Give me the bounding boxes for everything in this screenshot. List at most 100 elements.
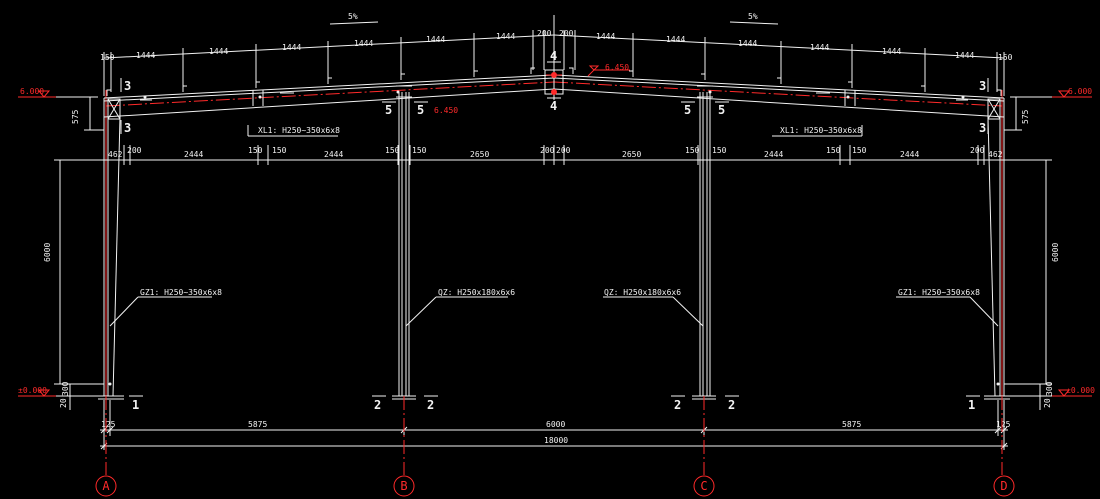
segment-12: 2650: [622, 150, 641, 159]
section-5-b-right: 5: [417, 103, 424, 117]
segment-3: 2444: [184, 150, 203, 159]
elevation-marks-right: 6.000 ±0.000: [1010, 87, 1095, 397]
purlin-spacing-left-2: 1444: [209, 47, 228, 56]
section-5-c-left: 5: [684, 103, 691, 117]
segment-5: 150: [272, 146, 287, 155]
eave-elevation-right: 6.000: [1068, 87, 1092, 96]
offset-right: 125: [996, 420, 1011, 429]
column-d: [987, 90, 1005, 397]
axis-label-d: D: [1000, 479, 1007, 493]
beam-labels: XL1: H250~350x6x8 XL1: H250~350x6x8: [247, 125, 863, 137]
bay-ab: 5875: [248, 420, 267, 429]
segment-11: 200: [556, 146, 571, 155]
base-plates: [98, 395, 1010, 400]
segment-dimension-line: [103, 145, 1005, 165]
haunch-height-left: 575: [71, 109, 80, 124]
purlin-spacing-left-1: 1444: [136, 51, 155, 60]
ridge-connection: [544, 60, 564, 100]
column-label-qz-c: QZ: H250x180x6x6: [604, 288, 681, 297]
ridge-offset-left: 200: [537, 29, 552, 38]
slope-left: 5%: [348, 12, 358, 21]
purlin-dimension-labels: 150 1444 1444 1444 1444 1444 1444 200 20…: [100, 29, 1013, 62]
segment-9: 2650: [470, 150, 489, 159]
column-labels: GZ1: H250~350x6x8 QZ: H250x180x6x6 QZ: H…: [109, 288, 999, 327]
slope-right: 5%: [748, 12, 758, 21]
section-2-b-right: 2: [427, 398, 434, 412]
purlin-spacing-left-3: 1444: [282, 43, 301, 52]
segment-18: 2444: [900, 150, 919, 159]
purlin-dimension: [103, 15, 1005, 96]
section-3-top-right: 3: [979, 79, 986, 93]
segment-8: 150: [412, 146, 427, 155]
column-height-left: 6000: [43, 243, 52, 262]
segment-6: 2444: [324, 150, 343, 159]
segment-16: 150: [826, 146, 841, 155]
column-label-gz1-left: GZ1: H250~350x6x8: [140, 288, 222, 297]
ground-elevation-right: ±0.000: [1066, 386, 1095, 395]
section-4-top: 4: [550, 49, 557, 63]
plate-height-right: 20: [1043, 398, 1052, 408]
purlin-spacing-right-4: 1444: [810, 43, 829, 52]
offset-left: 125: [101, 420, 116, 429]
segment-10: 200: [540, 146, 555, 155]
purlin-spacing-left-4: 1444: [354, 39, 373, 48]
ridge-elevation: 6.450 6.450: [434, 63, 630, 115]
section-5-b-left: 5: [385, 103, 392, 117]
segment-1: 462: [108, 150, 123, 159]
section-5-c-right: 5: [718, 103, 725, 117]
rafter-left: [103, 74, 555, 118]
beam-elevation-label: 6.450: [434, 106, 458, 115]
segment-17: 150: [852, 146, 867, 155]
rafter-right: [553, 74, 1005, 118]
segment-20: 462: [988, 150, 1003, 159]
column-label-gz1-right: GZ1: H250~350x6x8: [898, 288, 980, 297]
axis-label-c: C: [700, 479, 707, 493]
total-span: 18000: [544, 436, 568, 445]
purlin-spacing-left-6: 1444: [496, 32, 515, 41]
beam-label-left: XL1: H250~350x6x8: [258, 126, 340, 135]
base-height-left: 300: [61, 381, 70, 396]
elevation-marks-left: 6.000 ±0.000: [18, 87, 98, 397]
ground-elevation-left: ±0.000: [18, 386, 47, 395]
column-b: [398, 92, 410, 396]
section-3-bottom-left: 3: [124, 121, 131, 135]
segment-7: 150: [385, 146, 400, 155]
section-4-bottom: 4: [550, 99, 557, 113]
segment-4: 150: [248, 146, 263, 155]
bay-dimension-labels: 125 5875 6000 5875 125 18000: [101, 420, 1011, 445]
beam-label-right: XL1: H250~350x6x8: [780, 126, 862, 135]
column-a: [103, 90, 121, 397]
section-1-left: 1: [132, 398, 139, 412]
segment-dimension-labels: 462 200 2444 150 150 2444 150 150 2650 2…: [108, 146, 1003, 159]
axis-label-b: B: [400, 479, 407, 493]
plate-height-left: 20: [59, 398, 68, 408]
ridge-elevation-label: 6.450: [605, 63, 629, 72]
purlin-edge-left: 150: [100, 53, 115, 62]
brace-marks: [108, 90, 1000, 386]
base-height-right: 300: [1045, 381, 1054, 396]
section-marks: 1 2 2 2 2 1 3 3 3 3 4 4 5 5 5 5: [120, 49, 989, 412]
segment-14: 150: [712, 146, 727, 155]
grid-axes: A B C D: [95, 396, 1015, 497]
purlin-spacing-right-5: 1444: [882, 47, 901, 56]
section-3-bottom-right: 3: [979, 121, 986, 135]
section-3-top-left: 3: [124, 79, 131, 93]
slope-marks: 5% 5%: [329, 12, 779, 25]
purlin-spacing-right-2: 1444: [666, 35, 685, 44]
section-2-c-left: 2: [674, 398, 681, 412]
column-height-right: 6000: [1051, 243, 1060, 262]
haunch-height-right: 575: [1021, 109, 1030, 124]
purlin-spacing-left-5: 1444: [426, 35, 445, 44]
vertical-dimensions: 575 6000 300 20 575 6000 300 20: [43, 97, 1060, 410]
purlin-edge-right: 150: [998, 53, 1013, 62]
purlin-spacing-right-1: 1444: [596, 32, 615, 41]
section-2-b-left: 2: [374, 398, 381, 412]
segment-2: 200: [127, 146, 142, 155]
column-c: [699, 92, 711, 396]
segment-19: 200: [970, 146, 985, 155]
eave-elevation-left: 6.000: [20, 87, 44, 96]
bay-bc: 6000: [546, 420, 565, 429]
purlin-spacing-right-3: 1444: [738, 39, 757, 48]
axis-label-a: A: [102, 479, 110, 493]
